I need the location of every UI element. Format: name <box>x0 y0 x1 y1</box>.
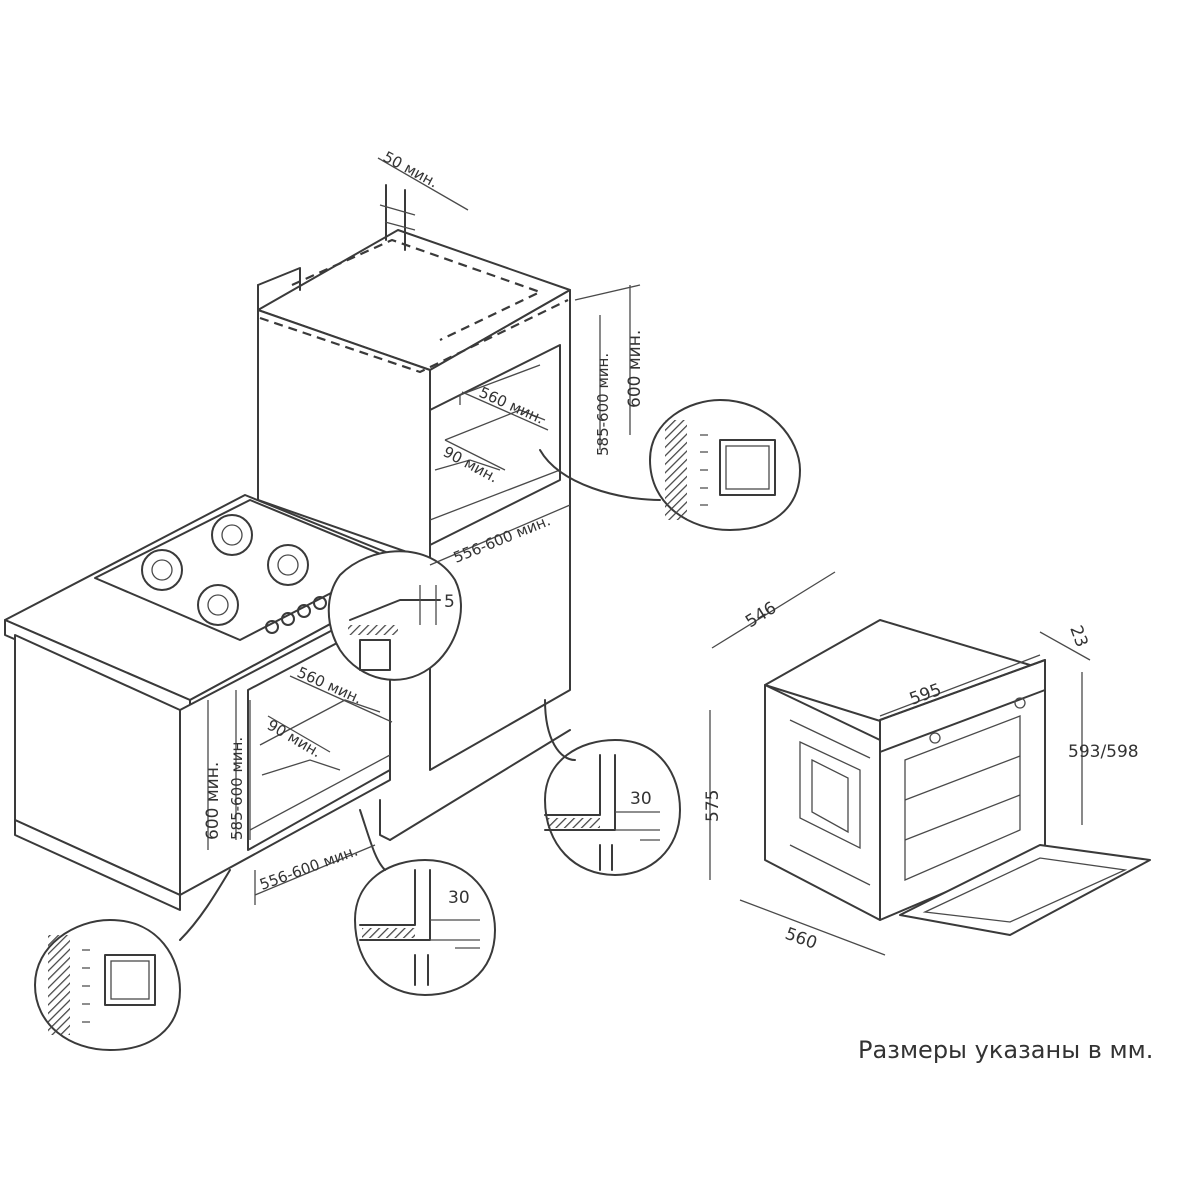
oven-unit <box>764 619 1151 936</box>
base-vent-callout <box>34 869 231 1051</box>
hob-knobs <box>265 596 327 634</box>
hob-burners <box>141 514 309 626</box>
dim-oven-front-thickness: 23 <box>1065 623 1091 650</box>
units-caption: Размеры указаны в мм. <box>858 1036 1154 1064</box>
dim-base-height-range: 585-600 мин. <box>228 737 246 840</box>
dim-oven-front-height: 593/598 <box>1068 742 1139 762</box>
base-cabinet <box>4 494 431 911</box>
dim-oven-depth-top: 546 <box>742 598 780 632</box>
dim-tall-height-range: 585-600 мин. <box>594 353 612 456</box>
dim-plinth-gap-right: 30 <box>630 789 652 809</box>
dim-tall-height-min: 600 мин. <box>625 330 645 408</box>
dim-oven-body-height: 575 <box>703 790 723 822</box>
plinth-callout-right <box>544 699 681 876</box>
dim-plinth-gap-left: 30 <box>448 888 470 908</box>
hob-gap-callout <box>327 550 462 681</box>
dim-top-clearance: 50 мин. <box>380 148 441 192</box>
dim-base-height-min: 600 мин. <box>203 762 223 840</box>
dim-hob-gap: 5 <box>444 592 455 612</box>
tall-cabinet <box>257 184 571 841</box>
dim-base-width: 556-600 мин. <box>257 842 360 894</box>
plinth-callout-left <box>354 809 496 996</box>
tall-vent-callout <box>539 399 801 531</box>
